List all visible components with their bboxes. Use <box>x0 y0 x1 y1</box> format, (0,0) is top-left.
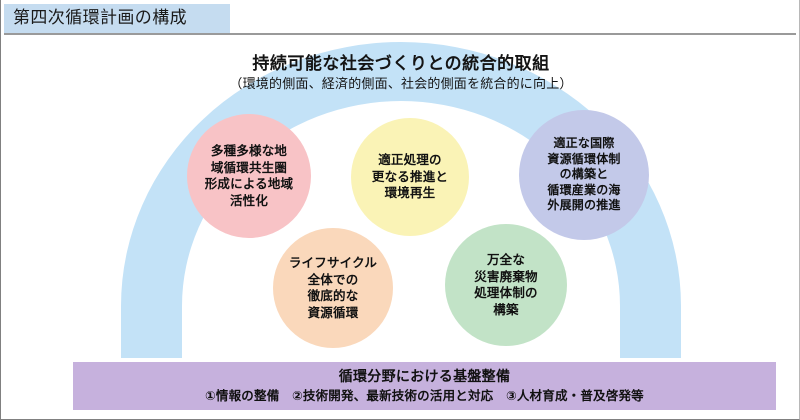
pillar-label-disaster: 万全な 災害廃棄物 処理体制の 構築 <box>474 252 538 317</box>
foundation-title: 循環分野における基盤整備 <box>338 368 511 385</box>
title-divider <box>4 33 796 35</box>
pillar-circle-international: 適正な国際 資源循環体制 の構築と 循環産業の海 外展開の推進 <box>519 110 649 240</box>
pillar-circle-lifecycle: ライフサイクル 全体での 徹底的な 資源循環 <box>273 228 393 348</box>
foundation-bar: 循環分野における基盤整備 ①情報の整備 ②技術開発、最新技術の活用と対応 ③人材… <box>73 362 776 410</box>
pillar-label-regional: 多種多様な地 域循環共生圏 形成による地域 活性化 <box>204 143 294 208</box>
pillar-label-treatment: 適正処理の 更なる推進と 環境再生 <box>371 152 449 201</box>
pillar-label-international: 適正な国際 資源循環体制 の構築と 循環産業の海 外展開の推進 <box>547 136 621 213</box>
pillar-circle-regional: 多種多様な地 域循環共生圏 形成による地域 活性化 <box>187 114 311 238</box>
foundation-items: ①情報の整備 ②技術開発、最新技術の活用と対応 ③人材育成・普及啓発等 <box>205 388 644 404</box>
pillar-circle-disaster: 万全な 災害廃棄物 処理体制の 構築 <box>445 224 567 346</box>
page-title: 第四次循環計画の構成 <box>13 8 187 28</box>
pillar-label-lifecycle: ライフサイクル 全体での 徹底的な 資源循環 <box>288 255 378 320</box>
slide-title-tab: 第四次循環計画の構成 <box>4 4 230 33</box>
pillar-circle-treatment: 適正処理の 更なる推進と 環境再生 <box>351 118 469 236</box>
